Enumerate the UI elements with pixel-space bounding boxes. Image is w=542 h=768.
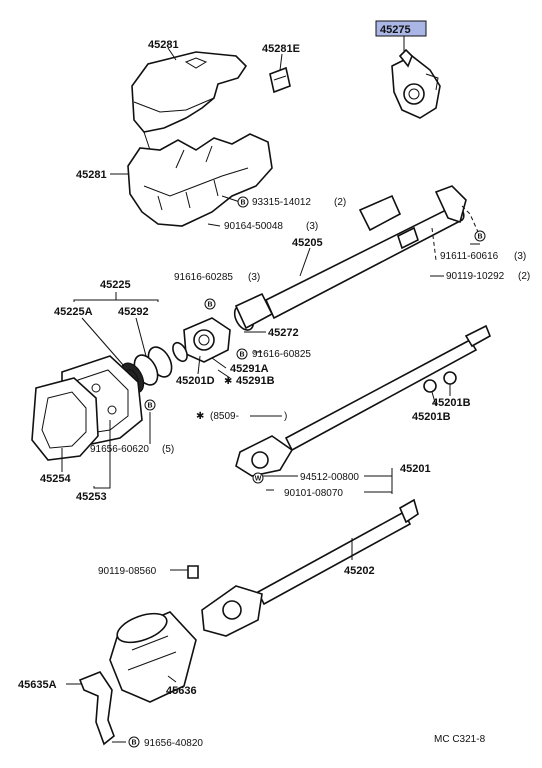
cover-clip-45281e xyxy=(269,66,291,94)
lower-column-cover xyxy=(127,133,273,227)
diagram-code: MC C321-8 xyxy=(434,734,486,745)
label-45254: 45254 xyxy=(40,473,71,485)
highlight-box-45275 xyxy=(375,20,427,37)
label-91611-qty: (3) xyxy=(514,251,526,262)
label-45291b: 45291B xyxy=(236,375,275,387)
label-91611: 91611-60616 xyxy=(440,251,499,262)
label-45272: 45272 xyxy=(268,327,299,339)
label-90119a: 90119-10292 xyxy=(446,271,505,282)
label-45275: 45275 xyxy=(380,24,411,36)
bearing-45272 xyxy=(233,292,274,331)
main-shaft-45201 xyxy=(235,324,492,477)
bracket-45291 xyxy=(172,317,231,363)
bolt-mark-91611: B xyxy=(477,234,482,241)
label-91616a: 91616-60285 xyxy=(174,272,233,283)
bolt-markers: B B B B B W B xyxy=(128,196,486,748)
label-45201d: 45201D xyxy=(176,375,215,387)
label-45281-side: 45281 xyxy=(76,169,107,181)
label-90119b: 90119-08560 xyxy=(98,566,157,577)
label-45201b-1: 45201B xyxy=(432,397,471,409)
gasket-45254 xyxy=(31,377,99,461)
upper-column-cover xyxy=(131,51,248,151)
label-90101: 90101-08070 xyxy=(284,488,343,499)
label-91656a-qty: (5) xyxy=(162,444,174,455)
label-91616b: 91616-60825 xyxy=(252,349,311,360)
label-45281e: 45281E xyxy=(262,43,300,55)
label-45225a: 45225A xyxy=(54,306,93,318)
label-8509-star: ✱ xyxy=(196,411,204,422)
label-45201b-2: 45201B xyxy=(412,411,451,423)
column-tube-45205 xyxy=(264,185,479,320)
label-91656a: 91656-60620 xyxy=(90,444,149,455)
lock-housing-45275 xyxy=(391,48,441,119)
bolt-mark-91616a: B xyxy=(207,302,212,309)
label-45635a: 45635A xyxy=(18,679,57,691)
bolt-mark-91656a: B xyxy=(147,403,152,410)
leader-lines xyxy=(61,36,480,743)
label-93315: 93315-14012 xyxy=(252,197,311,208)
label-91656b: 91656-40820 xyxy=(144,738,203,749)
bracket-45635a xyxy=(78,671,115,746)
label-45225: 45225 xyxy=(100,279,131,291)
bolt-mark-91616b: B xyxy=(239,352,244,359)
label-8509: (8509- xyxy=(210,411,239,422)
label-45281-top: 45281 xyxy=(148,39,179,51)
washer-mark-94512: W xyxy=(255,476,262,483)
label-45636: 45636 xyxy=(166,685,197,697)
label-45253: 45253 xyxy=(76,491,107,503)
label-8509-end: ) xyxy=(284,411,287,422)
label-45292: 45292 xyxy=(118,306,149,318)
lower-shaft-45202 xyxy=(187,498,419,637)
label-45202: 45202 xyxy=(344,565,375,577)
label-93315-qty: (2) xyxy=(334,197,346,208)
label-94512: 94512-00800 xyxy=(300,472,359,483)
label-45205: 45205 xyxy=(292,237,323,249)
dust-boot-45636 xyxy=(109,611,197,703)
label-45201: 45201 xyxy=(400,463,431,475)
label-90164-qty: (3) xyxy=(306,221,318,232)
label-45291a: 45291A xyxy=(230,363,269,375)
part-labels: 45281 45281E 45275 45281 93315-14012 (2)… xyxy=(18,24,530,749)
bolt-mark-93315: B xyxy=(240,200,245,207)
label-45291b-star: ✱ xyxy=(224,376,232,387)
label-90164: 90164-50048 xyxy=(224,221,283,232)
bolt-mark-91656b: B xyxy=(131,740,136,747)
label-90119a-qty: (2) xyxy=(518,271,530,282)
label-91616a-qty: (3) xyxy=(248,272,260,283)
